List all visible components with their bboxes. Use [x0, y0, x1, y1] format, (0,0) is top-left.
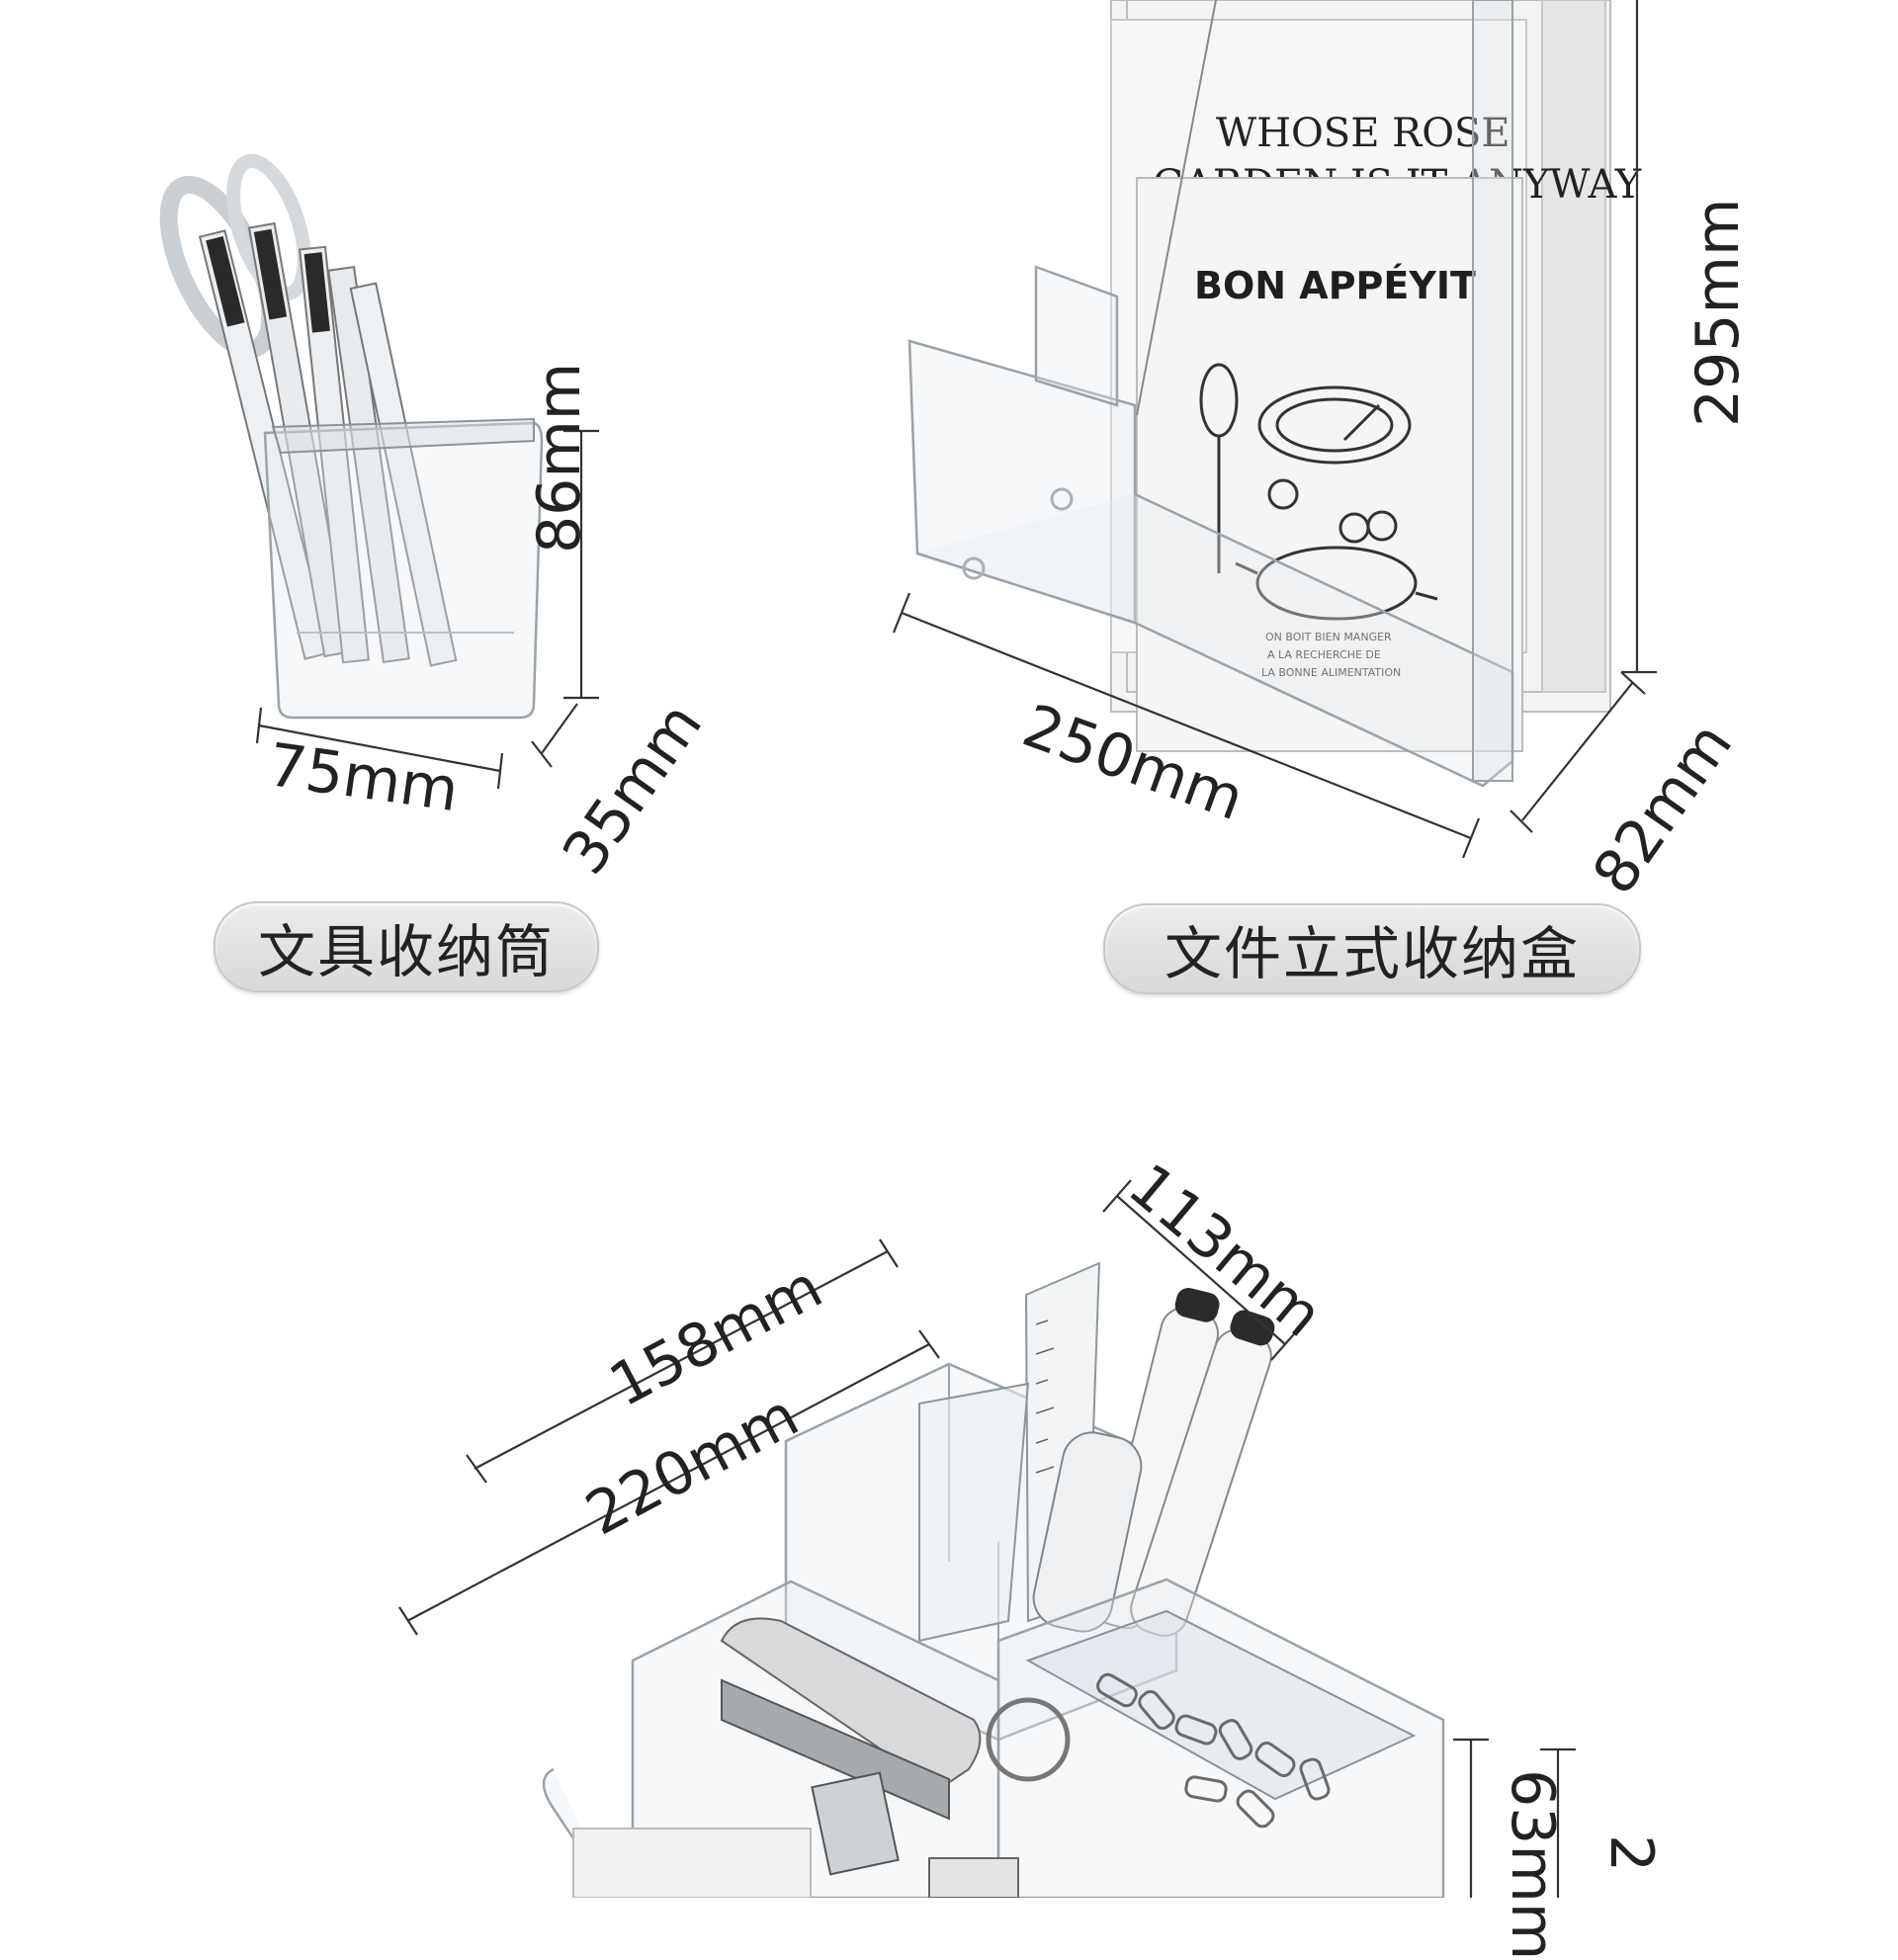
desk-organizer-dimension-lines: [398, 1179, 1576, 1898]
front-book-caption-1: ON BOIT BIEN MANGER: [1265, 631, 1392, 643]
file-organizer-illustration: WHOSE ROSE GARDEN IS IT ANYWAY BON APPÉY…: [907, 0, 1642, 788]
product-illustration: WHOSE ROSE GARDEN IS IT ANYWAY BON APPÉY…: [159, 0, 1657, 1898]
desk-organizer-illustration: [542, 1261, 1445, 1898]
file-organizer-height-label: 295mm: [1683, 198, 1753, 427]
front-book-title: BON APPÉYIT: [1194, 264, 1476, 307]
front-book-caption-3: LA BONNE ALIMENTATION: [1261, 666, 1401, 679]
pen-holder-label: 文具收纳筒: [214, 901, 599, 992]
pen-holder-dimension-lines: [255, 429, 599, 790]
front-book-caption-2: A LA RECHERCHE DE: [1267, 648, 1381, 661]
file-organizer-dimension-lines: [892, 0, 1657, 859]
pen-holder-height-label: 86mm: [525, 362, 594, 554]
file-organizer-label: 文件立式收纳盒: [1103, 903, 1641, 994]
desk-organizer-height-upper-label: 63mm: [1498, 1769, 1567, 1960]
desk-organizer-height-lower-label: 2: [1596, 1834, 1666, 1873]
pen-holder-illustration: [159, 153, 544, 720]
back-book-title-1: WHOSE ROSE: [1216, 111, 1510, 156]
